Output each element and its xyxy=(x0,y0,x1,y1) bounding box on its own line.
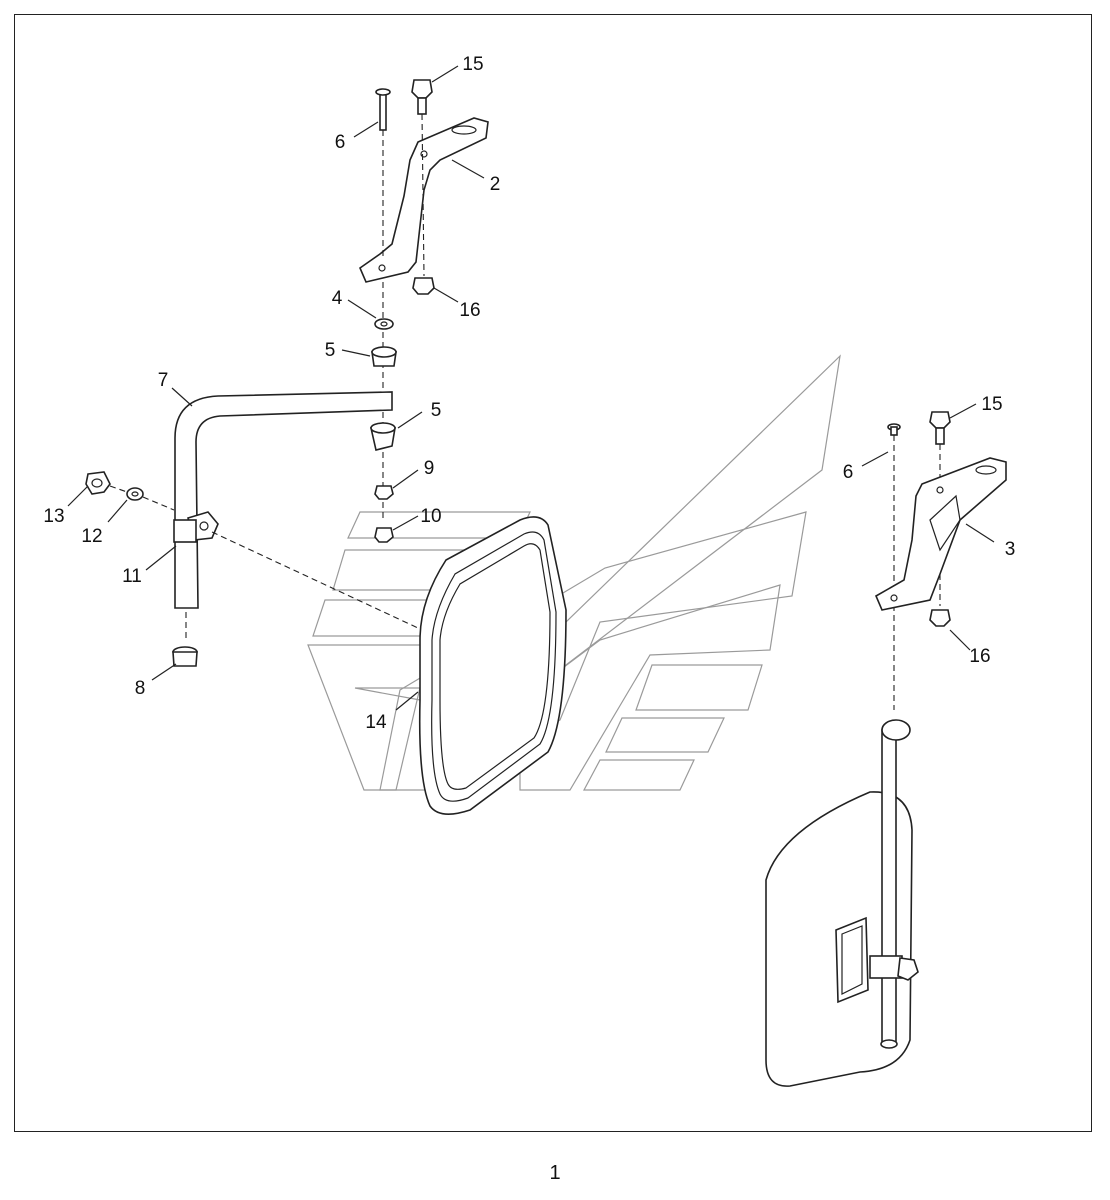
callout-labels: 15 6 2 4 16 5 7 5 9 10 13 12 11 8 14 15 … xyxy=(43,54,1015,733)
callout-3: 3 xyxy=(1005,539,1016,560)
assembled-mirror-right xyxy=(765,719,919,1087)
callout-10: 10 xyxy=(420,506,441,527)
callout-6-right: 6 xyxy=(843,462,854,483)
leader-lines xyxy=(67,65,995,711)
nut-16-right xyxy=(929,609,951,627)
callout-12: 12 xyxy=(81,526,102,547)
callout-11: 11 xyxy=(122,566,142,587)
callout-14: 14 xyxy=(365,712,387,733)
bracket-3 xyxy=(874,457,1007,611)
bolt-6-upper-head xyxy=(375,88,391,96)
nut-16-upper xyxy=(412,277,435,295)
bolt-15-upper-head xyxy=(411,79,433,99)
washer-12 xyxy=(126,487,144,501)
right-mounting-assembly xyxy=(874,411,1007,710)
washer-4 xyxy=(374,318,394,330)
mirror-arm-right xyxy=(881,729,897,1045)
mirror-14 xyxy=(418,516,567,815)
page-number: 1 xyxy=(549,1162,561,1184)
callout-4: 4 xyxy=(332,288,343,309)
cap-8 xyxy=(172,651,198,667)
callout-2: 2 xyxy=(490,174,501,195)
callout-8: 8 xyxy=(135,678,146,699)
fasteners-12-13 xyxy=(85,471,419,629)
mirror-arm-7 xyxy=(172,391,393,667)
callout-15-right: 15 xyxy=(981,394,1002,415)
bolt-15-upper-shank xyxy=(417,97,427,115)
bolt-6-upper xyxy=(379,89,387,131)
callout-15-upper: 15 xyxy=(462,54,483,75)
clamp-11 xyxy=(173,519,197,543)
callout-16-right: 16 xyxy=(969,646,990,667)
drawing-frame xyxy=(14,14,1092,1132)
callout-6-upper: 6 xyxy=(335,132,346,153)
watermark-logo xyxy=(307,354,841,791)
callout-5-upper: 5 xyxy=(325,340,336,361)
mirror-mount-plate xyxy=(835,916,869,1004)
callout-9: 9 xyxy=(424,458,435,479)
nut-9 xyxy=(374,485,394,500)
callout-16-upper: 16 xyxy=(459,300,480,321)
nut-13 xyxy=(85,471,111,495)
nut-10 xyxy=(374,527,394,543)
callout-5-lower: 5 xyxy=(431,400,442,421)
exploded-parts-diagram: 15 6 2 4 16 5 7 5 9 10 13 12 11 8 14 15 … xyxy=(43,54,1015,1087)
bolt-15-right-head xyxy=(929,411,951,429)
upper-mounting-assembly xyxy=(359,79,489,295)
callout-13: 13 xyxy=(43,506,64,527)
pivot-hardware-stack xyxy=(369,282,397,543)
callout-7: 7 xyxy=(158,370,169,391)
